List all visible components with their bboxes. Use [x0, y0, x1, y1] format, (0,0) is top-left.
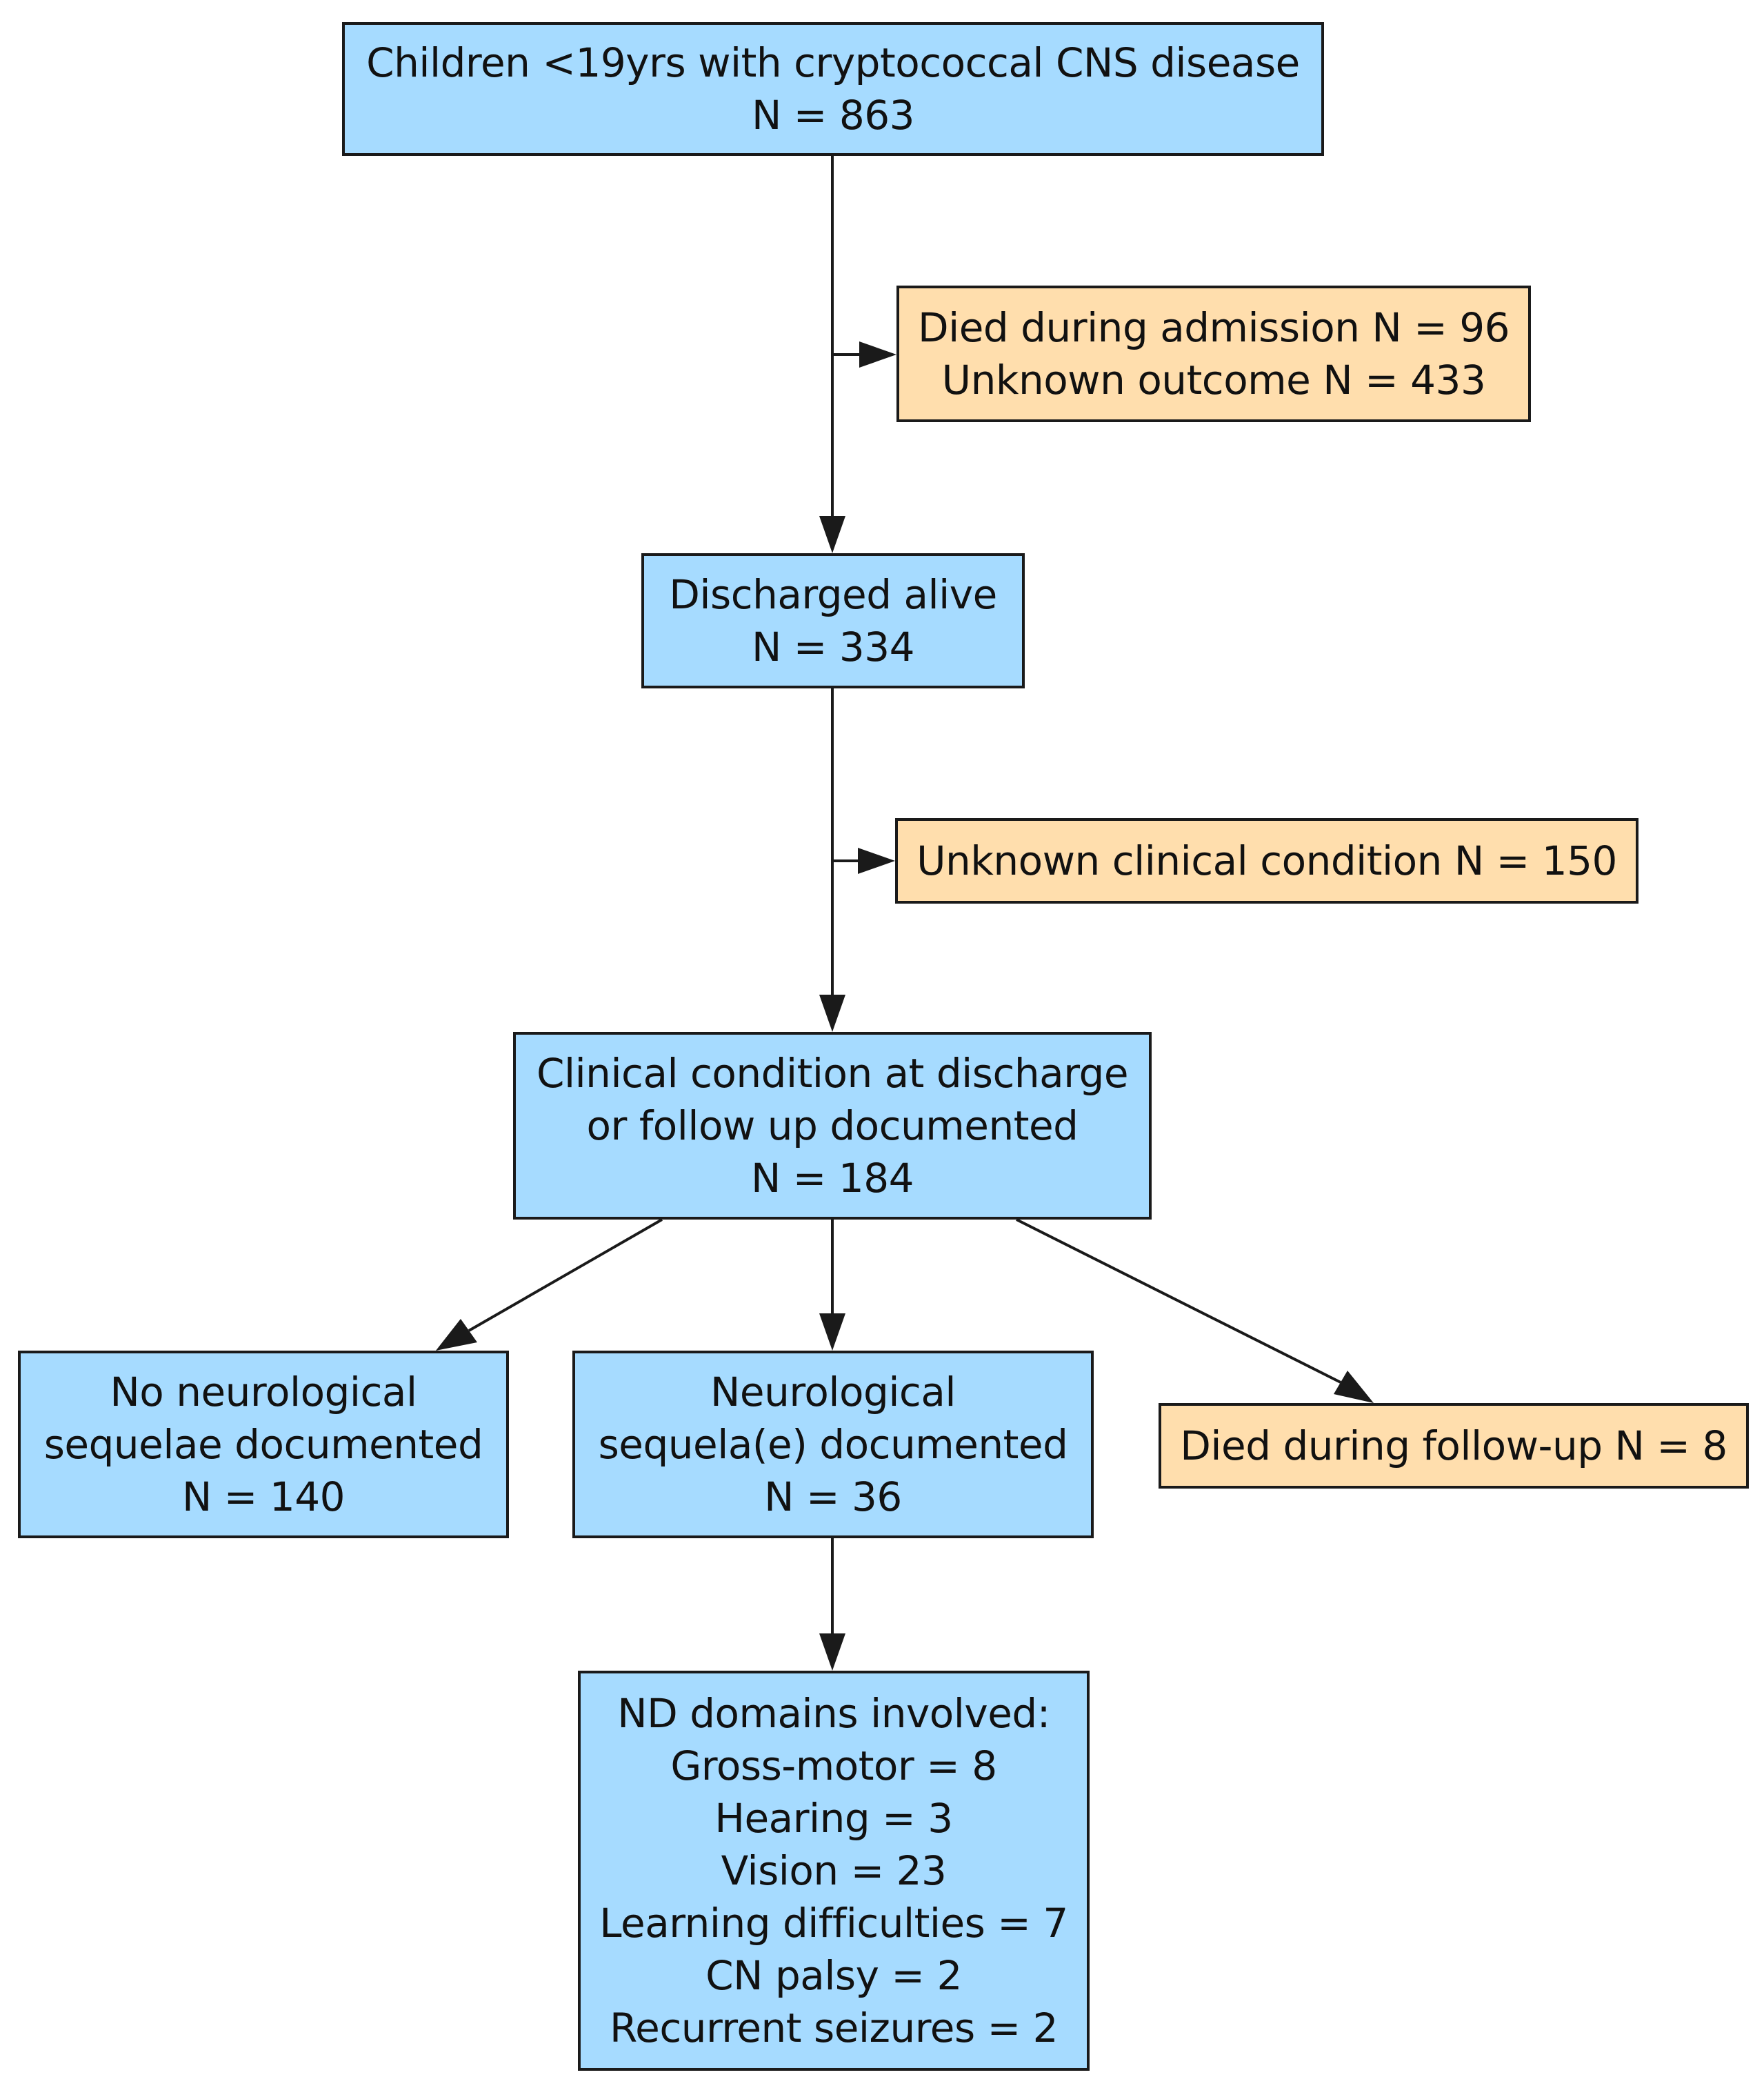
arrowhead-to-discharged: [819, 516, 845, 553]
arrowhead-to-died-followup: [1334, 1371, 1374, 1403]
no-sequelae-count: N = 140: [181, 1473, 345, 1520]
documented-count: N = 184: [750, 1155, 914, 1202]
domain-recurrent-seizures: Recurrent seizures = 2: [609, 2005, 1059, 2051]
sequelae-label-line-2: sequela(e) documented: [598, 1421, 1068, 1468]
box-neurological-sequelae: Neurological sequela(e) documented N = 3…: [572, 1351, 1094, 1538]
discharged-label: Discharged alive: [669, 571, 997, 618]
arrowhead-to-excluded-2: [858, 848, 895, 874]
documented-label-line-2: or follow up documented: [586, 1102, 1079, 1149]
domain-vision: Vision = 23: [721, 1847, 947, 1894]
box-nd-domains: ND domains involved: Gross-motor = 8 Hea…: [578, 1671, 1090, 2071]
died-during-admission-text: Died during admission N = 96: [917, 304, 1510, 351]
box-died-or-unknown-outcome: Died during admission N = 96 Unknown out…: [896, 286, 1531, 422]
box-condition-documented: Clinical condition at discharge or follo…: [513, 1032, 1152, 1220]
box-study-population: Children <19yrs with cryptococcal CNS di…: [342, 22, 1324, 156]
population-label: Children <19yrs with cryptococcal CNS di…: [366, 39, 1300, 86]
domain-gross-motor: Gross-motor = 8: [670, 1742, 997, 1789]
no-sequelae-label-line-1: No neurological: [110, 1369, 417, 1415]
sequelae-label-line-1: Neurological: [710, 1369, 956, 1415]
box-died-during-follow-up: Died during follow-up N = 8: [1159, 1403, 1749, 1489]
population-count: N = 863: [751, 92, 915, 139]
died-followup-text: Died during follow-up N = 8: [1180, 1422, 1727, 1469]
discharged-count: N = 334: [751, 624, 915, 670]
documented-label-line-1: Clinical condition at discharge: [536, 1050, 1129, 1097]
connector-documented-to-no-sequelae: [468, 1218, 663, 1332]
box-discharged-alive: Discharged alive N = 334: [641, 553, 1025, 688]
sequelae-count: N = 36: [764, 1473, 902, 1520]
domain-cn-palsy: CN palsy = 2: [705, 1952, 962, 1999]
connector-documented-to-died-followup: [1016, 1218, 1341, 1384]
arrowhead-to-sequelae: [819, 1313, 845, 1351]
no-sequelae-label-line-2: sequelae documented: [43, 1421, 483, 1468]
unknown-outcome-text: Unknown outcome N = 433: [941, 357, 1486, 404]
domains-heading: ND domains involved:: [617, 1690, 1050, 1737]
unknown-clinical-condition-text: Unknown clinical condition N = 150: [916, 837, 1617, 884]
arrowhead-to-domains: [819, 1633, 845, 1671]
box-no-neurological-sequelae: No neurological sequelae documented N = …: [18, 1351, 509, 1538]
domain-learning-difficulties: Learning difficulties = 7: [599, 1900, 1068, 1947]
arrowhead-to-no-sequelae: [436, 1319, 477, 1351]
domain-hearing: Hearing = 3: [714, 1795, 953, 1842]
arrowhead-to-excluded-1: [859, 341, 896, 368]
box-unknown-clinical-condition: Unknown clinical condition N = 150: [895, 818, 1638, 904]
arrowhead-to-documented: [819, 995, 845, 1032]
